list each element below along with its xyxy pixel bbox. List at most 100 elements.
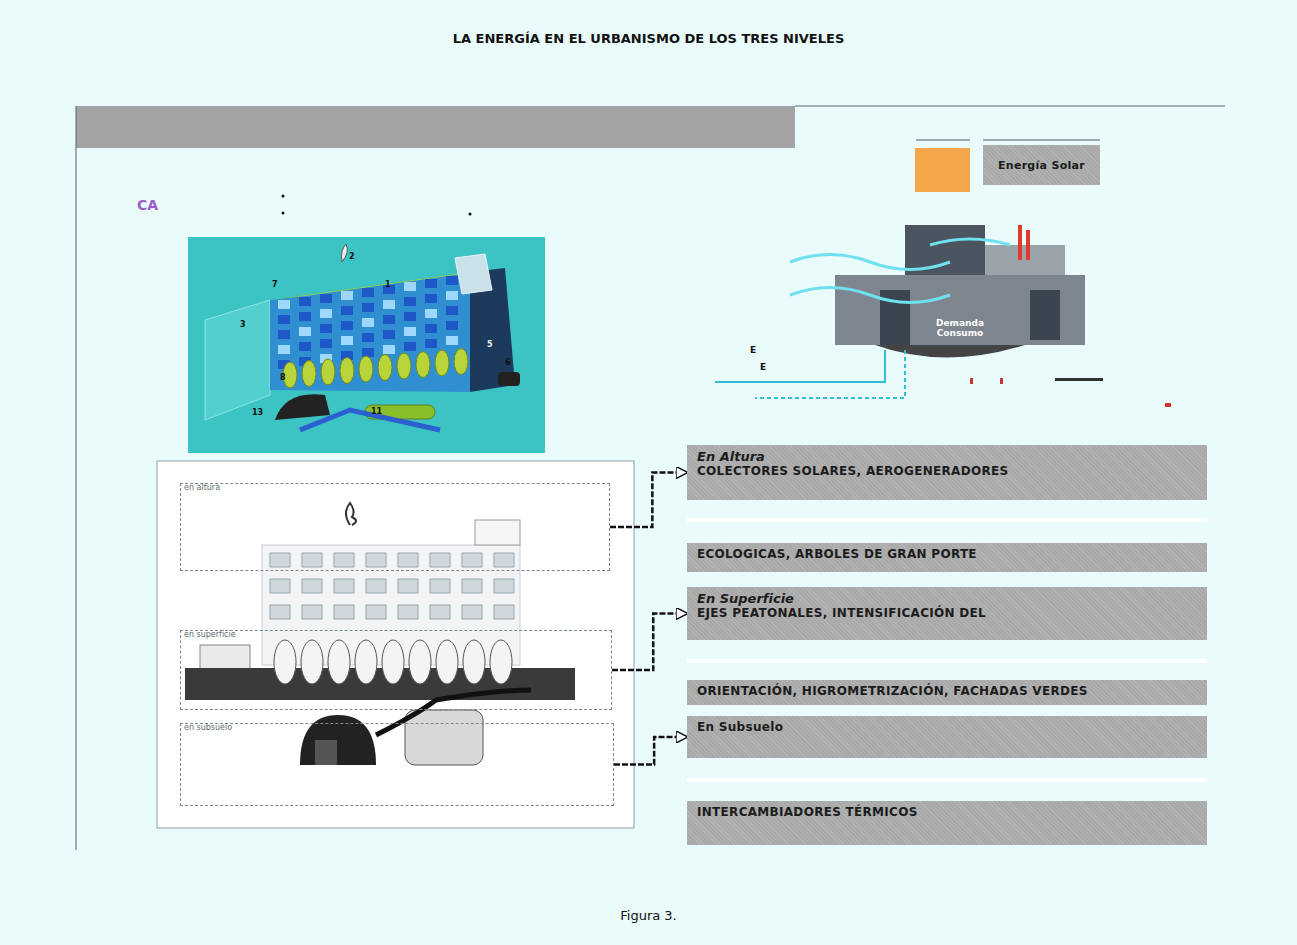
level-region: en superficie xyxy=(180,630,612,710)
callout-number: 6 xyxy=(505,358,511,367)
callout-number: 1 xyxy=(385,280,391,289)
box-text: Energía Solar xyxy=(993,159,1090,172)
illustration-part xyxy=(454,349,468,375)
illustration-part xyxy=(875,345,1025,358)
illustration-part xyxy=(498,372,520,386)
figure-caption: Figura 3. xyxy=(0,908,1297,923)
callout-number: 7 xyxy=(272,280,278,289)
illustration-part xyxy=(355,640,377,684)
illustration-part xyxy=(376,690,531,735)
illustration-part xyxy=(397,353,411,379)
illustration-part xyxy=(905,225,985,275)
figure-title: LA ENERGÍA EN EL URBANISMO DE LOS TRES N… xyxy=(0,31,1297,46)
illustration-part xyxy=(790,255,950,270)
illustration-part xyxy=(278,300,290,309)
illustration-part xyxy=(320,324,332,333)
illustration-part xyxy=(302,553,322,567)
illustration-part xyxy=(383,300,395,309)
box-text: EJES PEATONALES, INTENSIFICACIÓN DEL xyxy=(697,606,1197,620)
illustration-part xyxy=(469,213,472,216)
illustration-part xyxy=(404,282,416,291)
info-box: ORIENTACIÓN, HIGROMETRIZACIÓN, FACHADAS … xyxy=(687,680,1207,705)
illustration-part xyxy=(430,605,450,619)
illustration-part xyxy=(490,640,512,684)
box-text: ECOLOGICAS, ARBOLES DE GRAN PORTE xyxy=(697,547,1197,561)
illustration-part xyxy=(404,312,416,321)
illustration-part xyxy=(404,327,416,336)
illustration-part xyxy=(278,315,290,324)
illustration-part xyxy=(383,345,395,354)
illustration-part xyxy=(916,139,970,141)
box-text: en superficie xyxy=(184,630,236,639)
illustration-part xyxy=(430,579,450,593)
illustration-part xyxy=(270,605,290,619)
illustration-part xyxy=(320,339,332,348)
box-heading: En Altura xyxy=(697,449,1197,464)
scheme-label: Demanda Consumo xyxy=(920,318,1000,338)
section-label: CA xyxy=(137,197,158,213)
scheme-letter: E xyxy=(760,362,766,372)
illustration-part xyxy=(299,312,311,321)
callout-number: 2 xyxy=(349,252,355,261)
callout-number: 8 xyxy=(280,373,286,382)
illustration-part xyxy=(715,350,885,382)
illustration-part xyxy=(446,291,458,300)
illustration-part xyxy=(494,579,514,593)
illustration-part xyxy=(1000,378,1003,384)
illustration-part xyxy=(299,342,311,351)
illustration-part xyxy=(366,579,386,593)
illustration-part xyxy=(340,358,354,384)
illustration-part xyxy=(157,461,634,828)
illustration-part xyxy=(378,355,392,381)
level-arrow xyxy=(612,614,687,671)
illustration-part xyxy=(341,321,353,330)
illustration-part xyxy=(270,553,514,619)
illustration-part xyxy=(185,668,575,700)
illustration-part xyxy=(302,361,316,387)
illustration-part xyxy=(341,306,353,315)
illustration-part xyxy=(299,327,311,336)
illustration-part xyxy=(282,195,285,198)
level-region: en altura xyxy=(180,483,610,571)
illustration-part xyxy=(755,350,905,398)
illustration-part xyxy=(328,640,350,684)
illustration-part xyxy=(494,605,514,619)
illustration-part xyxy=(455,254,492,294)
building-illustration xyxy=(188,237,545,453)
illustration-part xyxy=(404,342,416,351)
frame-lines xyxy=(76,106,1225,850)
illustration-part xyxy=(398,553,418,567)
illustration-part xyxy=(315,740,337,765)
illustration-part xyxy=(366,605,386,619)
illustration-part xyxy=(188,237,545,453)
illustration-part xyxy=(275,394,330,420)
illustration-part xyxy=(425,324,437,333)
illustration-part xyxy=(425,309,437,318)
illustration-part xyxy=(362,318,374,327)
illustration-part xyxy=(321,359,335,385)
illustration-part xyxy=(366,553,386,567)
illustration-part xyxy=(790,288,950,303)
level-arrow xyxy=(614,737,687,765)
illustration-part xyxy=(409,640,431,684)
illustration-part xyxy=(362,333,374,342)
illustration-part xyxy=(1018,225,1022,260)
illustration-part xyxy=(320,294,332,303)
illustration-part xyxy=(274,640,512,684)
illustration-part xyxy=(278,330,290,339)
illustration-part xyxy=(270,579,290,593)
divider-lines xyxy=(687,518,1207,782)
level-region: en subsuelo xyxy=(180,723,614,806)
illustration-part xyxy=(320,309,332,318)
illustration-part xyxy=(342,244,348,262)
illustration-part xyxy=(687,778,1207,782)
info-box: En SuperficieEJES PEATONALES, INTENSIFIC… xyxy=(687,587,1207,640)
illustration-part xyxy=(930,239,1010,245)
illustration-part xyxy=(274,640,296,684)
callout-number: 3 xyxy=(240,320,246,329)
illustration-part xyxy=(362,303,374,312)
illustration-part xyxy=(334,553,354,567)
illustration-part xyxy=(446,306,458,315)
illustration-part xyxy=(494,553,514,567)
